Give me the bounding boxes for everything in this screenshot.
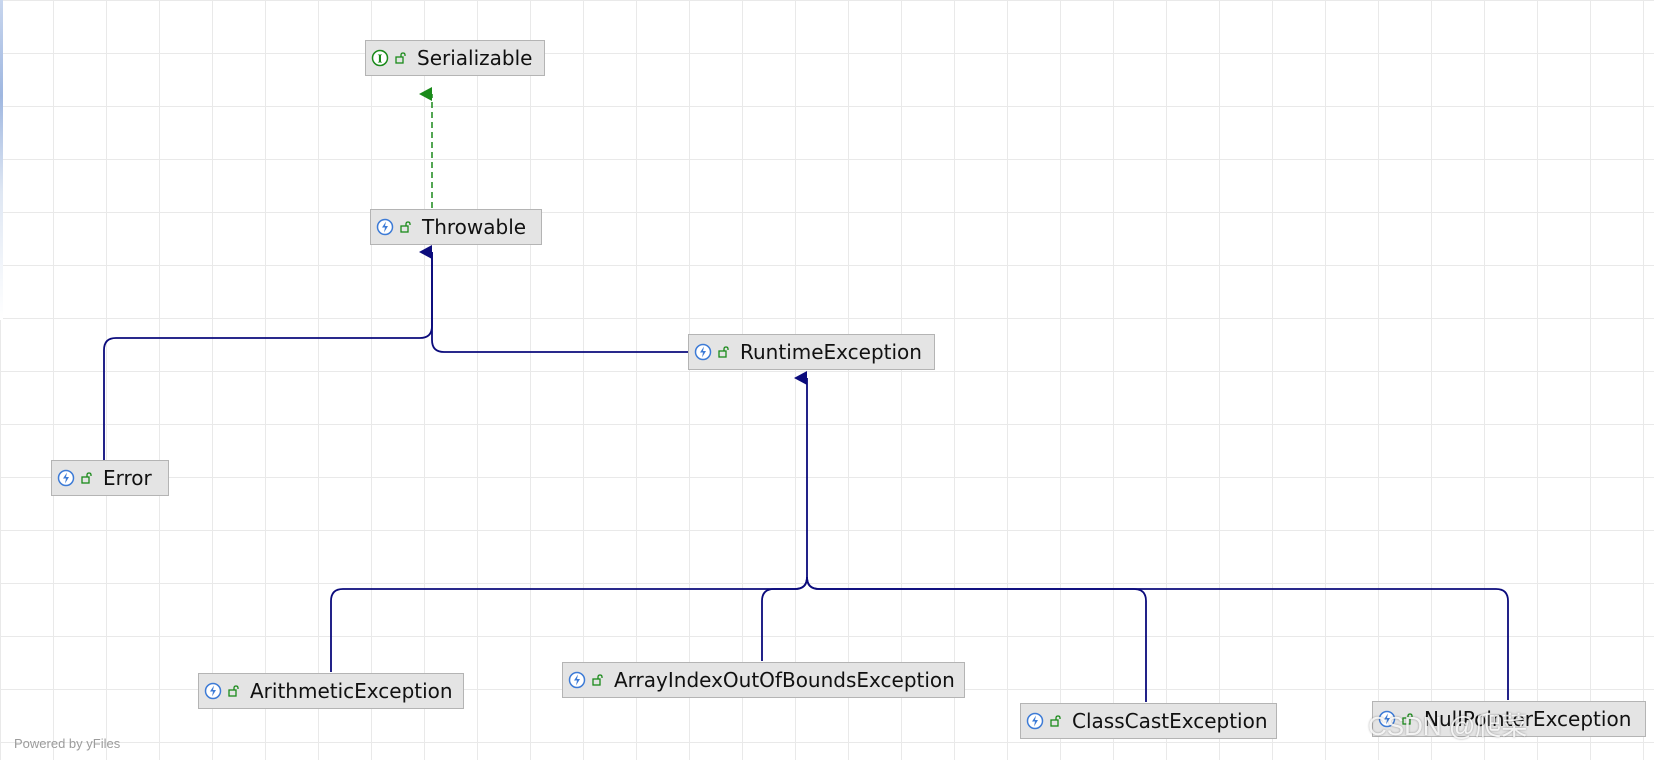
edge-arrayindexoutofboundsexception-extends-runtimeexception — [761, 576, 808, 661]
node-throwable[interactable]: Throwable — [370, 209, 542, 245]
unlocked-padlock-icon — [718, 346, 730, 358]
lightning-bolt-icon — [57, 469, 75, 487]
node-runtimeexception[interactable]: RuntimeException — [688, 334, 935, 370]
lightning-bolt-icon — [694, 343, 712, 361]
edge-arithmeticexception-extends-runtimeexception — [330, 371, 808, 672]
node-serializable[interactable]: I Serializable — [365, 40, 545, 76]
lightning-bolt-icon — [204, 682, 222, 700]
edge-runtimeexception-extends-throwable — [431, 252, 688, 353]
watermark: CSDN @爬菜 — [1368, 711, 1528, 741]
edge-error-extends-throwable — [103, 245, 433, 460]
node-label: Error — [103, 466, 152, 490]
unlocked-padlock-icon — [400, 221, 412, 233]
node-error[interactable]: Error — [51, 460, 169, 496]
unlocked-padlock-icon — [592, 674, 604, 686]
lightning-bolt-icon — [568, 671, 586, 689]
interface-i-icon: I — [371, 49, 389, 67]
powered-by-footer: Powered by yFiles — [14, 736, 121, 751]
unlocked-padlock-icon — [1050, 715, 1062, 727]
node-label: NullPointerException — [1424, 707, 1632, 731]
unlocked-padlock-icon — [228, 685, 240, 697]
node-classcastexception[interactable]: ClassCastException — [1020, 703, 1277, 739]
node-label: ArithmeticException — [250, 679, 453, 703]
left-edge-strip — [0, 0, 3, 320]
lightning-bolt-icon — [1378, 710, 1396, 728]
node-label: ArrayIndexOutOfBoundsException — [614, 668, 955, 692]
node-label: Throwable — [422, 215, 527, 239]
node-arithmeticexception[interactable]: ArithmeticException — [198, 673, 464, 709]
unlocked-padlock-icon — [395, 52, 407, 64]
unlocked-padlock-icon — [1402, 713, 1414, 725]
node-label: RuntimeException — [740, 340, 922, 364]
lightning-bolt-icon — [376, 218, 394, 236]
edge-nullpointerexception-extends-runtimeexception — [806, 576, 1509, 700]
node-label: ClassCastException — [1072, 709, 1268, 733]
node-nullpointerexception[interactable]: NullPointerException — [1372, 701, 1646, 737]
node-arrayindexoutofboundsexception[interactable]: ArrayIndexOutOfBoundsException — [562, 662, 965, 698]
lightning-bolt-icon — [1026, 712, 1044, 730]
unlocked-padlock-icon — [81, 472, 93, 484]
node-label: Serializable — [417, 46, 533, 70]
svg-text:I: I — [377, 53, 382, 66]
